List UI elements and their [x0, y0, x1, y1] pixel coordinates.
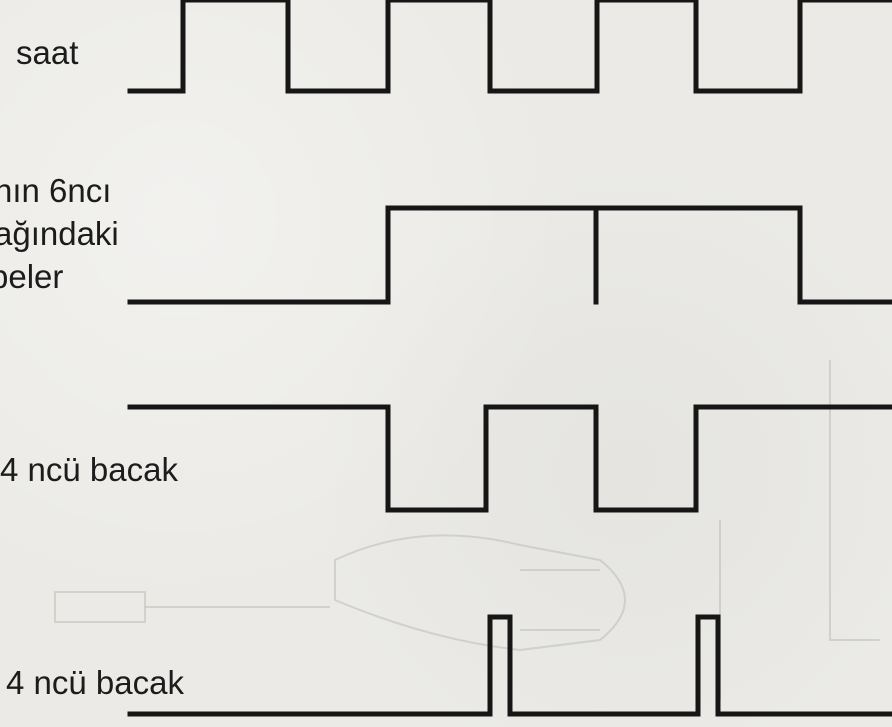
label-saat: saat [16, 34, 79, 71]
pin4-waveform-upper [127, 404, 892, 513]
label-pin6-line2: ağındaki [0, 215, 119, 252]
pin4-waveform-lower [127, 614, 892, 717]
label-pin6-line1: hın 6ncı [0, 172, 112, 209]
background-ghost-circuit [54, 360, 880, 700]
label-pin4-lower: 4 ncü bacak [6, 664, 184, 701]
pin6-output-waveform [127, 205, 892, 305]
label-pin4-upper: 4 ncü bacak [0, 451, 178, 488]
clock-waveform [127, 0, 892, 94]
label-pin6-line3: beler [0, 258, 64, 295]
